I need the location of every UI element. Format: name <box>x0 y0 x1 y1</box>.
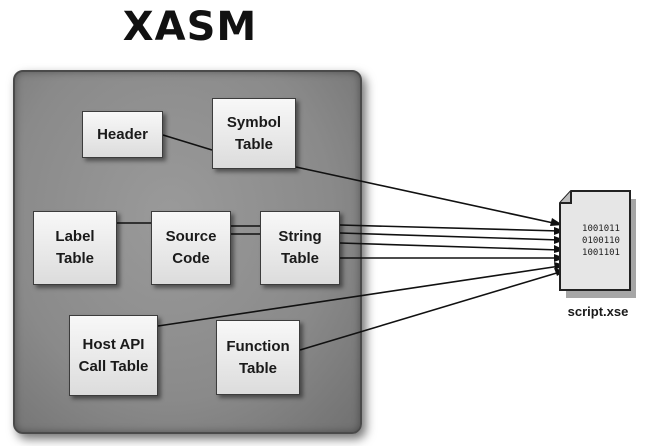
arrow-function-to-file <box>299 271 561 351</box>
source-code-box: Source Code <box>151 211 231 285</box>
symbol-table-box: Symbol Table <box>212 98 296 169</box>
arrow-string-to-file-2 <box>339 232 561 241</box>
string-table-box: String Table <box>260 211 340 285</box>
arrow-string-to-file-1 <box>339 224 561 232</box>
arrow-string-to-file-3 <box>339 242 561 251</box>
header-box: Header <box>82 111 163 158</box>
document-icon <box>559 190 636 298</box>
link-header-symbol <box>162 134 213 151</box>
label-table-box: Label Table <box>33 211 117 285</box>
arrow-symbol-to-file <box>295 166 559 225</box>
arrow-host-to-file <box>157 265 561 327</box>
diagram-title: XASM <box>122 4 258 50</box>
file-name-label: script.xse <box>567 304 629 319</box>
file-binary-content: 1001011 0100110 1001101 <box>582 224 620 258</box>
host-api-call-table-box: Host API Call Table <box>69 315 158 396</box>
function-table-box: Function Table <box>216 320 300 395</box>
